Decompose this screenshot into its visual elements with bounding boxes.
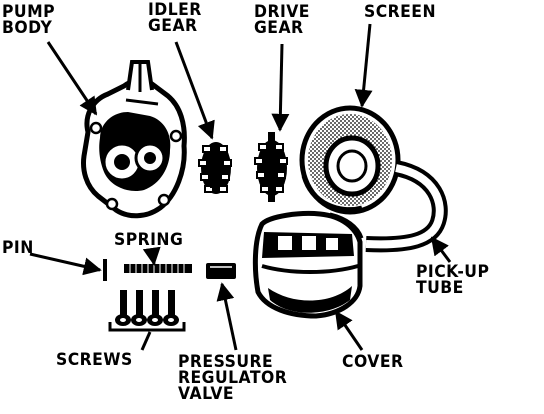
label-screws: SCREWS: [56, 350, 133, 370]
pin-part: [103, 259, 107, 281]
label-pump-body: PUMP BODY: [2, 2, 56, 38]
drive-gear-part: [254, 132, 288, 202]
leader-pin: [29, 252, 102, 276]
leader-lines: [29, 23, 452, 351]
screws-part: [108, 290, 186, 332]
pickup-tube-part: [365, 160, 448, 253]
label-idler-gear: IDLER GEAR: [148, 0, 202, 36]
idler-gear-part: [198, 142, 232, 194]
spring-part: [124, 264, 192, 273]
label-pickup-tube: PICK-UP TUBE: [416, 262, 490, 298]
label-spring: SPRING: [114, 230, 184, 250]
leader-pump-body: [46, 41, 98, 116]
leader-cover: [334, 310, 364, 351]
label-drive-gear: DRIVE GEAR: [254, 2, 310, 38]
cover-part: [252, 211, 364, 319]
leader-pickup-tube: [430, 236, 452, 263]
leader-drive-gear: [271, 43, 290, 132]
pump-body-part: [81, 60, 187, 219]
leader-idler-gear: [174, 41, 215, 140]
leader-spring: [142, 246, 161, 266]
label-cover: COVER: [342, 352, 404, 372]
leader-pressure-regulator-valve: [216, 282, 238, 351]
leader-screws: [140, 331, 152, 351]
label-pin: PIN: [2, 238, 34, 258]
label-screen: SCREEN: [364, 2, 437, 22]
leader-screen: [354, 23, 373, 108]
pressure-regulator-valve-part: [206, 263, 236, 279]
screen-part: [299, 105, 401, 215]
label-pressure-regulator-valve: PRESSURE REGULATOR VALVE: [178, 352, 288, 404]
